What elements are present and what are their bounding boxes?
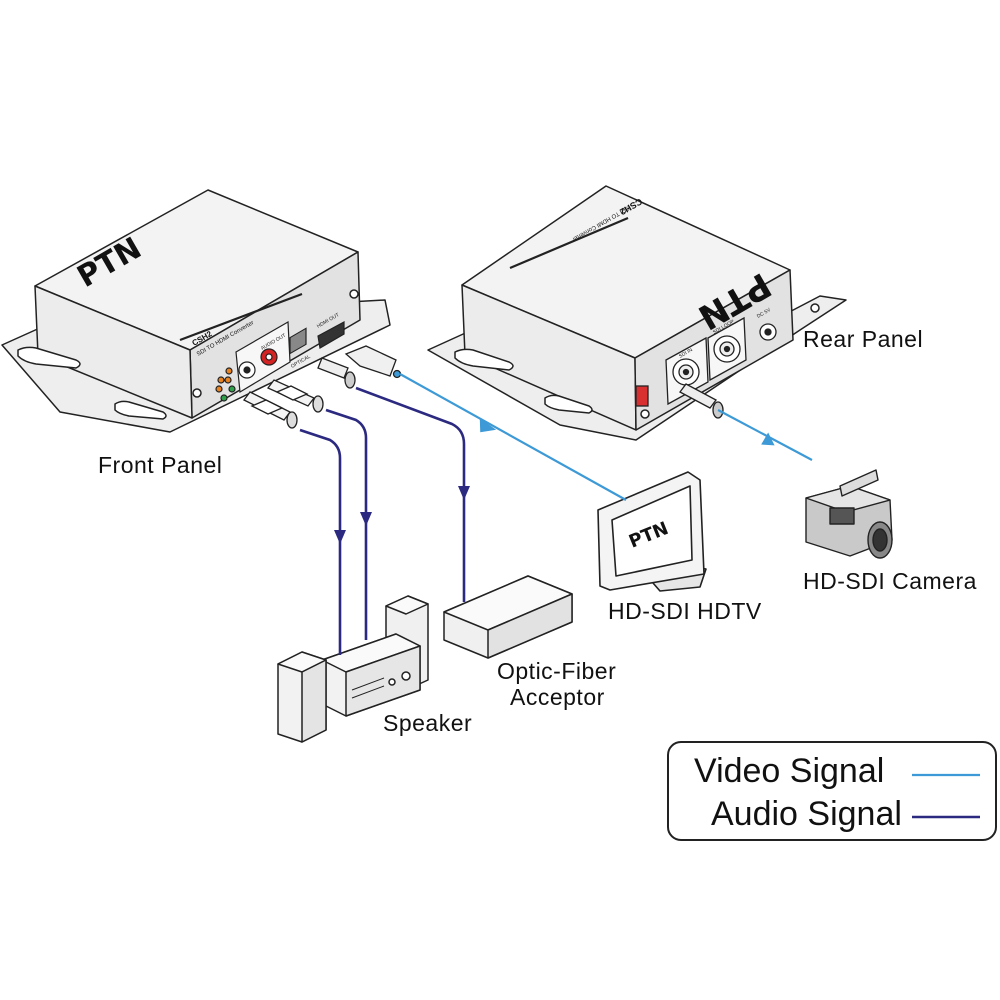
led-orange-2 — [215, 385, 223, 393]
audio-arrows — [334, 486, 470, 544]
led-green-1 — [220, 394, 228, 402]
video-arrows — [479, 418, 775, 446]
front-panel-device — [1, 189, 391, 433]
audio-line-to-optic — [355, 386, 466, 602]
audio-arrow-2 — [360, 512, 372, 526]
optic-fiber-acceptor — [443, 575, 573, 659]
audio-signal-lines — [299, 386, 466, 655]
optic-fiber-label-line1: Optic-Fiber — [497, 658, 617, 684]
front-plugs — [243, 345, 402, 429]
hdmi-out-port — [317, 320, 345, 349]
hdmi-plug — [344, 345, 397, 377]
rear-port-group — [635, 316, 777, 419]
video-line-from-camera — [717, 409, 813, 461]
video-arrow-1 — [479, 418, 497, 433]
audio-line-to-speaker-1 — [299, 428, 342, 655]
led-orange-1 — [217, 376, 225, 384]
led-orange-3 — [225, 367, 233, 375]
led-orange-4 — [224, 376, 232, 384]
video-arrow-2 — [761, 432, 775, 446]
front-panel-label: Front Panel — [98, 452, 223, 478]
video-line-to-hdtv — [399, 373, 627, 501]
dip-switch — [635, 385, 649, 407]
speaker-system — [277, 595, 429, 743]
audio-line-to-speaker-2 — [325, 408, 368, 640]
rear-panel-label: Rear Panel — [803, 326, 924, 352]
legend-audio-text: Audio Signal — [711, 795, 902, 833]
bnc-plug — [679, 383, 717, 409]
camera-device — [805, 469, 893, 559]
optical-port — [289, 327, 307, 355]
audio-arrow-3 — [458, 486, 470, 500]
audio-arrow-1 — [334, 530, 346, 544]
legend-video-text: Video Signal — [694, 752, 885, 790]
front-port-group — [215, 320, 345, 402]
video-signal-lines — [399, 373, 813, 501]
optical-plug — [317, 357, 349, 379]
hdtv-label: HD-SDI HDTV — [608, 598, 762, 624]
legend-box — [667, 741, 997, 841]
led-green-2 — [228, 385, 236, 393]
optic-fiber-label-line2: Acceptor — [510, 684, 605, 710]
camera-label: HD-SDI Camera — [803, 568, 977, 594]
hdtv-device — [597, 471, 707, 592]
speaker-label: Speaker — [383, 710, 473, 736]
